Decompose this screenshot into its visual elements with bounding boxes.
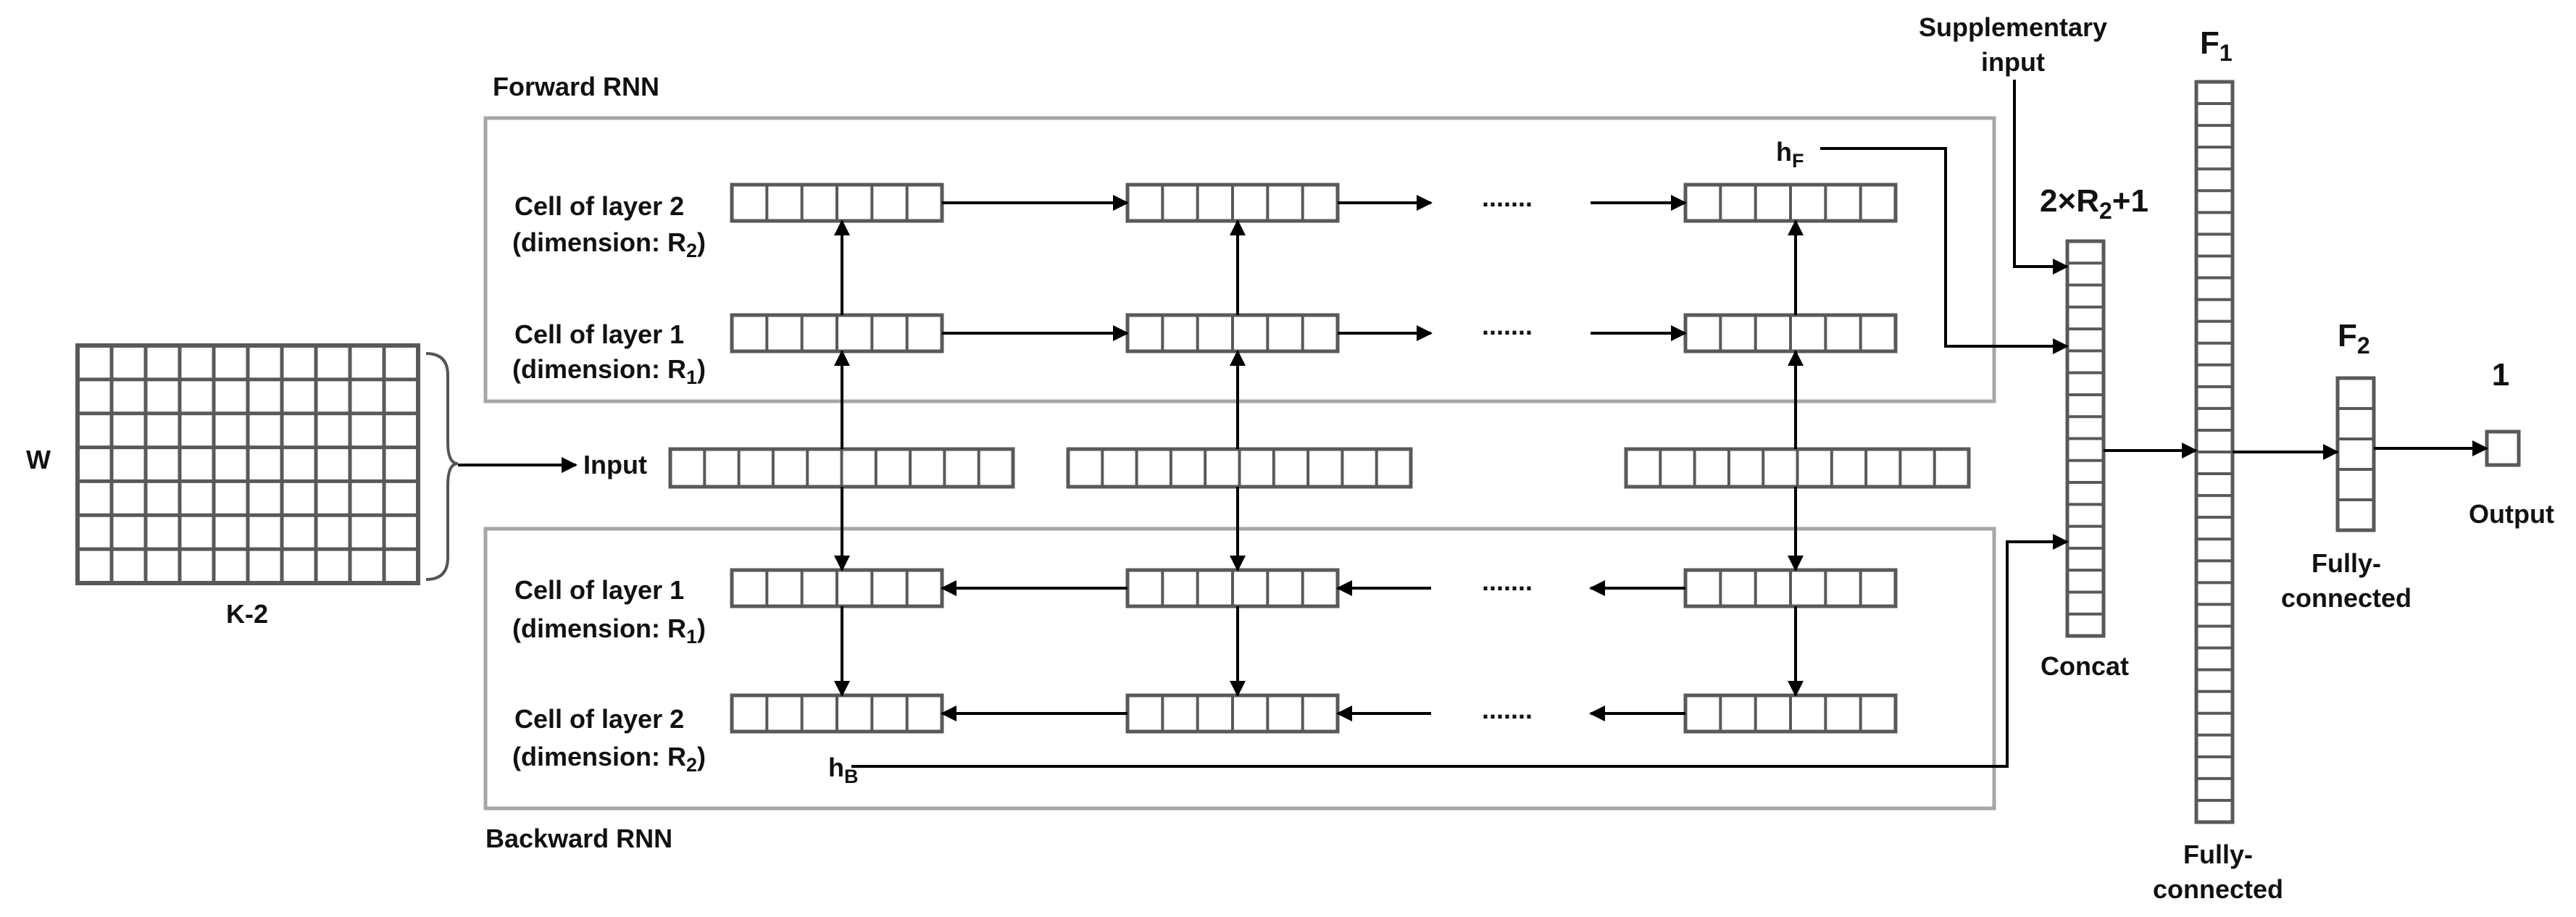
- cell-f1-c: [1683, 313, 1898, 353]
- ellipsis-fwd-1: .......: [1482, 311, 1533, 340]
- cell-f2-c: [1683, 183, 1898, 223]
- forward-rnn-title: Forward RNN: [493, 72, 659, 101]
- cell-b2-b: [1125, 693, 1340, 734]
- input-strip-c: [1624, 447, 1971, 489]
- forward-rnn-panel: [483, 116, 1996, 403]
- supplementary-label-2: input: [1981, 47, 2045, 77]
- concat-vector: [2065, 239, 2106, 638]
- cell-f2-a: [730, 183, 944, 223]
- cell-f2-b: [1125, 183, 1340, 223]
- backward-rnn-panel: [483, 527, 1996, 811]
- fc2-label-1: Fully-: [2312, 548, 2381, 578]
- arrows-layer: [458, 80, 2488, 768]
- hb-to-concat: [851, 534, 2069, 768]
- ellipsis-bwd-1: .......: [1482, 566, 1533, 596]
- backward-rnn-title: Backward RNN: [485, 824, 672, 853]
- fc1-label-2: connected: [2153, 874, 2283, 904]
- one-label: 1: [2492, 357, 2509, 393]
- concat-label: Concat: [2041, 651, 2129, 681]
- f2-label: F2: [2338, 318, 2370, 359]
- ellipsis-bwd-2: .......: [1482, 695, 1533, 724]
- cell-b1-a: [730, 568, 944, 608]
- fwd-layer2-dim: (dimension: R2): [512, 227, 706, 261]
- fc1-label-1: Fully-: [2183, 839, 2253, 869]
- bwd-layer1-label: Cell of layer 1: [514, 575, 684, 605]
- concat-size-label: 2×R2+1: [2040, 183, 2148, 224]
- fwd-layer1-label: Cell of layer 1: [514, 319, 684, 349]
- cell-b1-c: [1683, 568, 1898, 608]
- input-strip-a: [668, 447, 1015, 489]
- f1-vector: [2194, 80, 2235, 824]
- hb-label: hB: [828, 753, 859, 787]
- fwd-layer1-dim: (dimension: R1): [512, 354, 706, 388]
- cell-b1-b: [1125, 568, 1340, 608]
- bwd-layer2-label: Cell of layer 2: [514, 704, 684, 734]
- fc2-label-2: connected: [2281, 583, 2412, 613]
- bwd-layer1-dim: (dimension: R1): [512, 614, 706, 648]
- k2-label: K-2: [226, 599, 268, 629]
- hf-label: hF: [1776, 137, 1804, 172]
- w-matrix-grid: [75, 343, 420, 585]
- f2-vector: [2335, 376, 2376, 532]
- input-label: Input: [583, 450, 647, 480]
- output-cell: [2485, 430, 2521, 467]
- cell-b2-c: [1683, 693, 1898, 734]
- input-brace: [425, 352, 459, 581]
- cell-b2-a: [730, 693, 944, 734]
- f1-label: F1: [2200, 25, 2233, 66]
- w-label: W: [26, 445, 51, 474]
- supplementary-to-concat: [2013, 80, 2069, 275]
- input-strip-b: [1066, 447, 1413, 489]
- supplementary-label-1: Supplementary: [1919, 12, 2107, 42]
- cell-f1-b: [1125, 313, 1340, 353]
- cell-f1-a: [730, 313, 944, 353]
- output-label: Output: [2469, 499, 2554, 529]
- hf-to-concat: [1820, 147, 2069, 354]
- fwd-layer2-label: Cell of layer 2: [514, 191, 684, 221]
- bwd-layer2-dim: (dimension: R2): [512, 742, 706, 776]
- ellipsis-fwd-2: .......: [1482, 183, 1533, 212]
